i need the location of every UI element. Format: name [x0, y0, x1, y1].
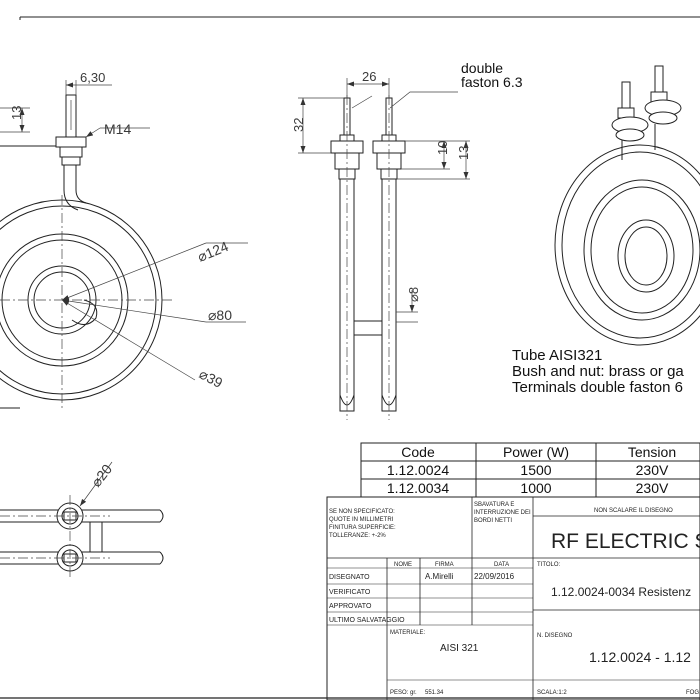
tb-disegnato-label: DISEGNATO	[329, 574, 370, 581]
tb-titolo-value: 1.12.0024-0034 Resistenz	[551, 585, 691, 599]
dim-m14: M14	[104, 121, 131, 137]
dim-dia-20: ⌀20	[88, 461, 116, 490]
tb-col-nome: NOME	[394, 562, 412, 568]
tb-titolo-label: TITOLO:	[537, 562, 561, 568]
top-view	[0, 461, 164, 580]
table-header-tension: Tension	[628, 444, 676, 460]
tb-col-firma: FIRMA	[435, 562, 454, 568]
tb-n-disegno-label: N. DISEGNO	[537, 633, 573, 639]
dim-dia-124: ⌀124	[195, 238, 231, 265]
tb-scala-label: SCALA:1:2	[537, 690, 567, 696]
dim-10: 10	[435, 141, 450, 155]
tb-general-note-4: TOLLERANZE: +-2%	[329, 533, 386, 539]
tb-foglio-label: FOG	[686, 690, 699, 696]
tb-no-scale: NON SCALARE IL DISEGNO	[594, 508, 673, 514]
table-cell-tension-1: 230V	[636, 462, 669, 478]
sheet-border	[0, 16, 700, 699]
note-terminals: Terminals double faston 6	[512, 379, 683, 396]
dim-26: 26	[362, 69, 376, 84]
tb-approvato-label: APPROVATO	[329, 603, 372, 610]
dim-13-side: 13	[456, 146, 471, 160]
faston-note-line1: double	[461, 60, 503, 76]
tb-general-note-3: FINITURA SUPERFICIE:	[329, 525, 396, 531]
tb-disegnato-data: 22/09/2016	[474, 572, 515, 581]
bush-nut	[55, 136, 87, 148]
front-view	[0, 80, 248, 410]
isometric-view	[554, 65, 700, 346]
tb-materiale-value: AISI 321	[440, 643, 479, 654]
dim-6-30: 6,30	[80, 70, 105, 85]
note-tube: Tube AISI321	[512, 347, 602, 364]
dim-dia-8: ⌀8	[406, 287, 421, 302]
tb-general-note-1: SE NON SPECIFICATO:	[329, 509, 395, 515]
tb-col-data: DATA	[494, 562, 509, 568]
tb-materiale-label: MATERIALE:	[390, 630, 426, 636]
tb-company: RF ELECTRIC S	[551, 530, 700, 553]
table-header-code: Code	[401, 444, 435, 460]
iso-outer-coil	[554, 144, 700, 346]
tb-edge-note-1: SBAVATURA E	[474, 502, 514, 508]
tb-disegnato-firma: A.Mirelli	[425, 572, 454, 581]
tb-peso-label: PESO: gr.	[390, 690, 417, 696]
tb-verificato-label: VERIFICATO	[329, 589, 371, 596]
dim-32: 32	[291, 118, 306, 132]
side-crossbar	[353, 320, 383, 336]
tb-edge-note-2: INTERRUZIONE DEI	[474, 510, 531, 516]
tb-edge-note-3: BORDI NETTI	[474, 518, 512, 524]
tb-peso-value: 551.34	[425, 690, 444, 696]
title-block	[326, 496, 700, 700]
tb-n-disegno-value: 1.12.0024 - 1.12	[589, 649, 691, 665]
faston-note-line2: faston 6.3	[461, 74, 523, 90]
tb-general-note-2: QUOTE IN MILLIMETRI	[329, 517, 394, 523]
table-cell-power-2: 1000	[520, 480, 551, 496]
table-cell-power-1: 1500	[520, 462, 551, 478]
table-cell-tension-2: 230V	[636, 480, 669, 496]
dim-13-front: 13	[9, 106, 24, 120]
tb-ultimo-label: ULTIMO SALVATAGGIO	[329, 617, 405, 624]
dim-dia-39: ⌀39	[197, 366, 226, 391]
side-view	[298, 78, 470, 420]
table-cell-code-1: 1.12.0024	[387, 462, 449, 478]
note-bush: Bush and nut: brass or ga	[512, 363, 684, 380]
table-cell-code-2: 1.12.0034	[387, 480, 449, 496]
dim-dia-80: ⌀80	[208, 307, 232, 323]
table-header-power: Power (W)	[503, 444, 569, 460]
